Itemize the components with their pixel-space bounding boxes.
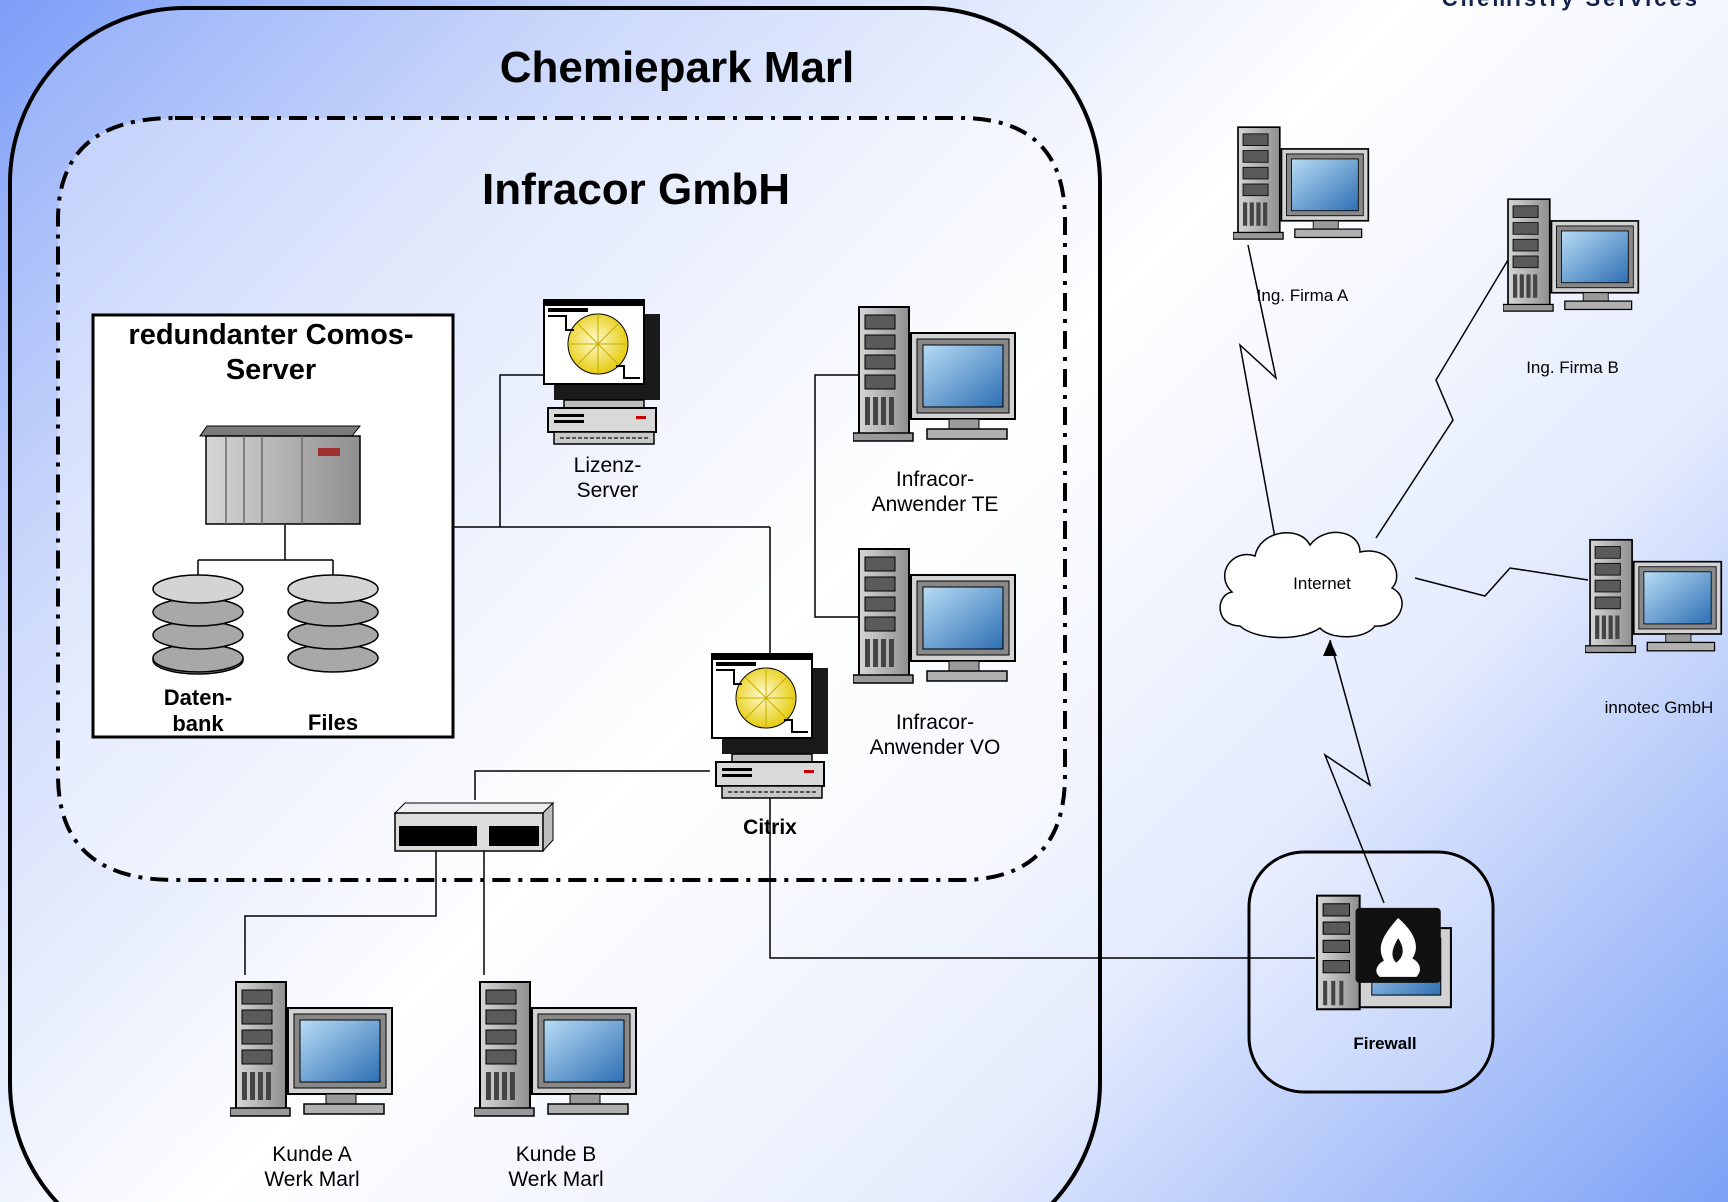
label-datenbank: Daten-bank bbox=[163, 685, 233, 737]
innotec-workstation-icon[interactable] bbox=[1585, 538, 1723, 654]
label-files: Files bbox=[307, 710, 359, 735]
wan-links bbox=[1238, 244, 1589, 904]
label-citrix: Citrix bbox=[743, 816, 797, 839]
internet-cloud-icon bbox=[1219, 531, 1403, 639]
label-innotec: innotec GmbH bbox=[1604, 698, 1714, 717]
zone-chemiepark-border bbox=[8, 6, 1102, 1202]
brand-logo-text: Chemistry Services bbox=[1442, 0, 1700, 12]
server-rack-icon bbox=[199, 425, 362, 525]
zone-title-infracor: Infracor GmbH bbox=[481, 165, 791, 214]
firewall-flame-icon[interactable] bbox=[1316, 894, 1452, 1011]
database-cylinder-icon bbox=[152, 574, 244, 675]
label-lizenz-server: Lizenz-Server bbox=[573, 454, 642, 503]
label-firewall: Firewall bbox=[1353, 1034, 1417, 1053]
label-kunde-a: Kunde A Werk Marl bbox=[264, 1143, 360, 1192]
file-storage-cylinder-icon bbox=[287, 574, 379, 673]
license-server-icon[interactable] bbox=[543, 299, 661, 445]
ing-firma-a-workstation-icon[interactable] bbox=[1233, 126, 1370, 241]
label-infracor-vo: Infracor-Anwender VO bbox=[869, 711, 1001, 760]
label-internet: Internet bbox=[1293, 574, 1351, 593]
network-hub-icon[interactable] bbox=[393, 801, 555, 853]
arrow-head-icon bbox=[1323, 640, 1337, 656]
server-box-border bbox=[91, 313, 455, 739]
label-ing-firma-a: Ing. Firma A bbox=[1256, 286, 1349, 305]
zone-title-chemiepark: Chemiepark Marl bbox=[499, 43, 855, 92]
label-ing-firma-b: Ing. Firma B bbox=[1526, 358, 1619, 377]
label-kunde-b: Kunde B Werk Marl bbox=[508, 1143, 604, 1192]
ing-firma-b-workstation-icon[interactable] bbox=[1503, 198, 1640, 313]
citrix-server-icon[interactable] bbox=[711, 653, 829, 799]
label-infracor-te: Infracor-Anwender TE bbox=[871, 468, 999, 517]
server-box-title: redundanter Comos-Server bbox=[128, 319, 414, 386]
